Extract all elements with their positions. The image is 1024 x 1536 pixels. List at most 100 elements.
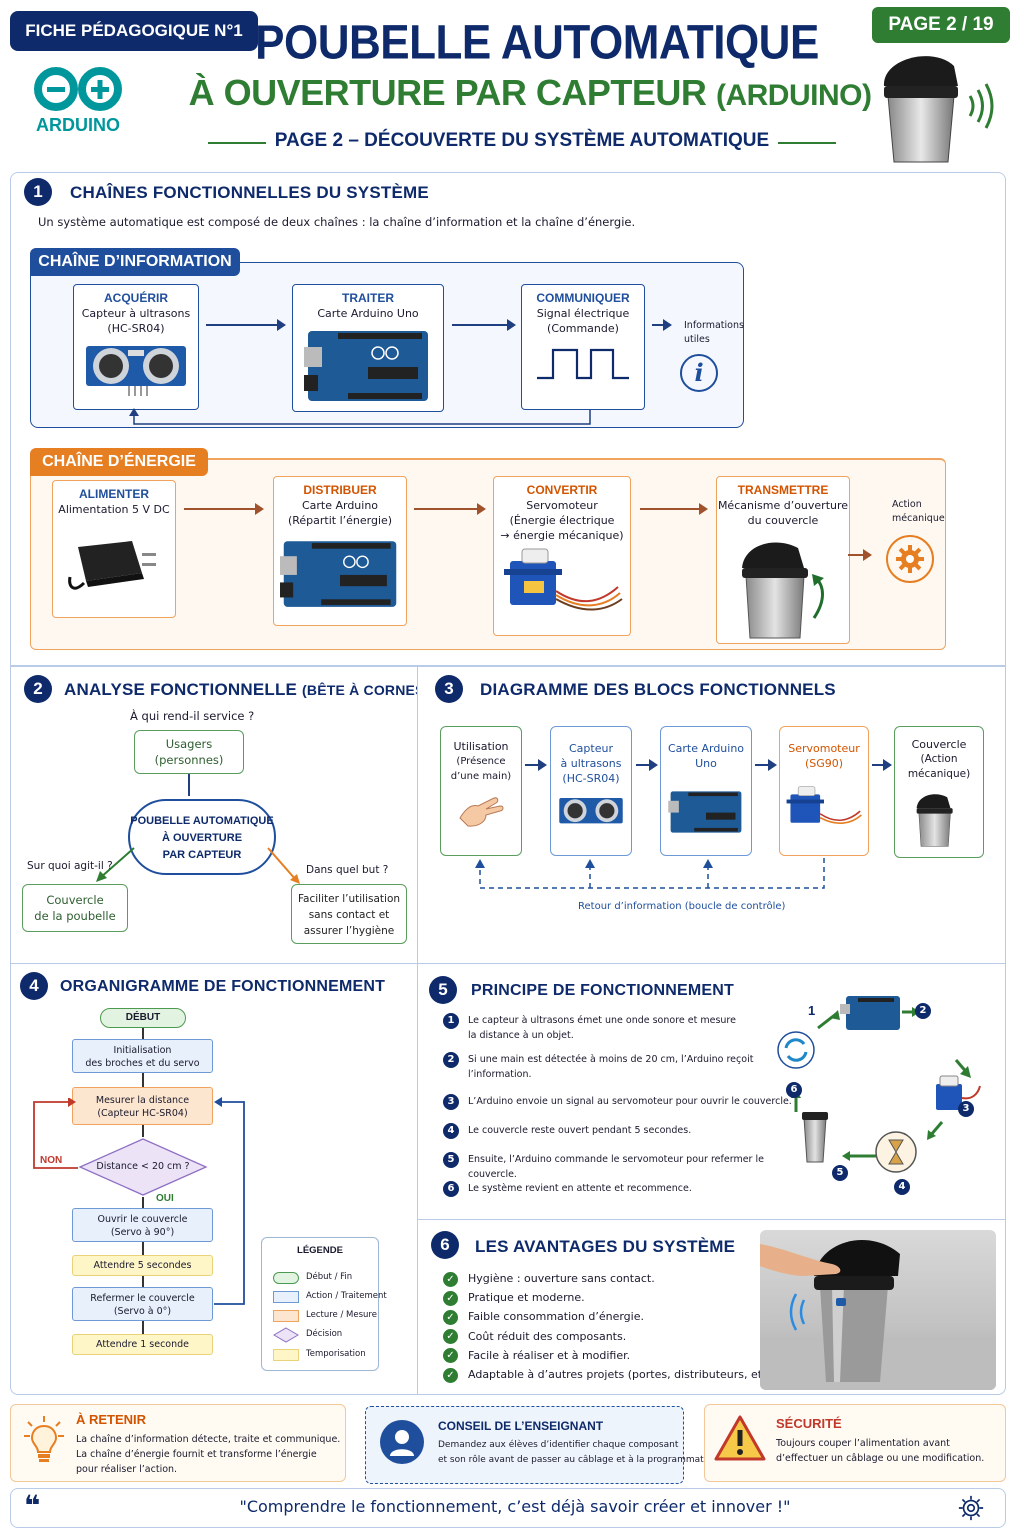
- flow-wait5: Attendre 5 secondes: [72, 1255, 213, 1276]
- check-icon: ✓: [443, 1271, 458, 1287]
- block-text: Uno: [695, 757, 717, 770]
- section-number: 3: [435, 675, 463, 703]
- horn-arrows: [96, 847, 300, 884]
- advice-line: et son rôle avant de passer au câblage e…: [438, 1455, 721, 1465]
- page-indicator: PAGE 2 / 19: [872, 7, 1010, 43]
- remember-box: [10, 1404, 346, 1482]
- cycle-label-3: 3: [958, 1101, 974, 1117]
- block-text: Couvercle: [911, 738, 967, 751]
- step-item: 4 Le couvercle reste ouvert pendant 5 se…: [443, 1123, 793, 1139]
- block-text: Servomoteur: [526, 499, 598, 512]
- safety-line: d’effectuer un câblage ou une modificati…: [776, 1453, 985, 1464]
- legend-title: LÉGENDE: [297, 1245, 343, 1256]
- flow-text: Mesurer la distance: [95, 1095, 190, 1106]
- step-text: Le capteur à ultrasons émet une onde son…: [468, 1015, 736, 1026]
- question-who: À qui rend-il service ?: [130, 709, 255, 723]
- purpose-box: Faciliter l’utilisation sans contact et …: [291, 884, 407, 944]
- block-text: Signal électrique: [536, 307, 630, 320]
- question-what: Sur quoi agit-il ?: [27, 860, 113, 872]
- block-text: du couvercle: [747, 514, 819, 527]
- remember-line: La chaîne d’énergie fournit et transform…: [76, 1449, 317, 1460]
- block-lid: Couvercle (Action mécanique): [894, 726, 984, 858]
- return-loop-arrow: [214, 1097, 245, 1305]
- legend-text: Décision: [306, 1329, 343, 1339]
- cycle-label-6: 6: [786, 1082, 802, 1098]
- step-number: 3: [443, 1094, 459, 1110]
- flow-no-label: NON: [40, 1155, 63, 1166]
- block-text: Servomoteur: [788, 742, 860, 755]
- flow-arrow: [755, 759, 777, 771]
- section-number: 6: [431, 1231, 459, 1259]
- flow-arrow: [184, 503, 264, 515]
- block-text: (Commande): [547, 322, 619, 335]
- arduino-board-icon: [668, 791, 742, 833]
- box-text: Couvercle: [46, 893, 104, 907]
- block-text: Alimentation 5 V DC: [58, 503, 170, 516]
- section-title: ANALYSE FONCTIONNELLE (BÊTE À CORNES): [64, 680, 429, 700]
- flow-line: [142, 1197, 144, 1209]
- section-number: 1: [24, 178, 52, 206]
- flow-arrow: [640, 503, 708, 515]
- section-title-text: ANALYSE FONCTIONNELLE: [64, 680, 298, 699]
- block-sensor: Capteur à ultrasons (HC-SR04): [550, 726, 632, 856]
- ellipse-text: POUBELLE AUTOMATIQUE: [130, 815, 274, 827]
- remember-title: À RETENIR: [76, 1412, 147, 1427]
- block-text: (Présence: [456, 756, 506, 767]
- distribute-block: DISTRIBUER Carte Arduino (Répartit l’éne…: [273, 476, 407, 626]
- advice-text: Demandez aux élèves d’identifier chaque …: [438, 1438, 720, 1468]
- flow-arrow: [414, 503, 486, 515]
- power-adapter-icon: [68, 541, 156, 590]
- block-title: ALIMENTER: [79, 487, 149, 501]
- flow-arrow: [525, 759, 547, 771]
- communicate-block: COMMUNIQUER Signal électrique (Commande): [521, 284, 645, 410]
- quote-mark-icon: ❝: [24, 1489, 41, 1522]
- legend-text: Début / Fin: [306, 1272, 353, 1282]
- advice-title: CONSEIL DE L’ENSEIGNANT: [438, 1419, 604, 1433]
- quote-text: "Comprendre le fonctionnement, c’est déj…: [239, 1497, 791, 1516]
- lid-box: Couvercle de la poubelle: [22, 884, 128, 932]
- section-intro: Un système automatique est composé de de…: [38, 215, 636, 229]
- safety-line: Toujours couper l’alimentation avant: [776, 1438, 950, 1449]
- flow-text: (Servo à 0°): [113, 1306, 172, 1317]
- hand-over-bin-photo: [760, 1230, 996, 1390]
- flow-decision-text: Distance < 20 cm ?: [96, 1161, 190, 1172]
- advantage-text: Adaptable à d’autres projets (portes, di…: [468, 1368, 780, 1382]
- output-text: utiles: [684, 334, 710, 345]
- advantage-item: ✓Pratique et moderne.: [443, 1288, 779, 1307]
- block-usage: Utilisation (Présence d’une main): [440, 726, 522, 856]
- legend-text: Action / Traitement: [306, 1291, 387, 1301]
- info-icon: i: [680, 354, 718, 392]
- legend-swatch-action: [273, 1291, 299, 1303]
- step-number: 6: [443, 1181, 459, 1197]
- trash-bin-icon: [916, 794, 953, 847]
- transmit-block: TRANSMETTRE Mécanisme d’ouverture du cou…: [716, 476, 850, 644]
- block-arduino: Carte Arduino Uno: [660, 726, 752, 856]
- block-text: Carte Arduino: [301, 499, 379, 512]
- step-number: 1: [443, 1013, 459, 1029]
- power-supply-block: ALIMENTER Alimentation 5 V DC: [52, 480, 176, 618]
- energy-chain-label: CHAÎNE D’ÉNERGIE: [30, 448, 208, 476]
- section-number: 5: [429, 976, 457, 1004]
- flow-init: Initialisation des broches et du servo: [72, 1039, 213, 1073]
- ellipse-text: PAR CAPTEUR: [162, 849, 242, 861]
- check-icon: ✓: [443, 1348, 458, 1364]
- servo-motor-icon: [786, 786, 862, 824]
- subtitle-rule-left: [208, 142, 266, 144]
- connector-line: [188, 774, 190, 796]
- flow-arrow: [652, 319, 672, 331]
- cycle-label-4: 4: [894, 1179, 910, 1195]
- page-title-line2: À OUVERTURE PAR CAPTEUR (ARDUINO): [180, 72, 880, 114]
- flow-line: [142, 1073, 144, 1087]
- advantage-item: ✓Faible consommation d’énergie.: [443, 1307, 779, 1326]
- block-servo: Servomoteur (SG90): [779, 726, 869, 856]
- flow-text: des broches et du servo: [85, 1058, 200, 1069]
- trash-bin-icon: [742, 542, 824, 639]
- block-text: (HC-SR04): [562, 772, 620, 785]
- info-chain-label: CHAÎNE D’INFORMATION: [30, 248, 240, 276]
- section-title: CHAÎNES FONCTIONNELLES DU SYSTÈME: [70, 183, 429, 202]
- cycle-arduino-icon: [846, 996, 900, 1030]
- legend-swatch-measure: [273, 1310, 299, 1322]
- block-text: d’une main): [450, 771, 512, 782]
- step-item: 5 Ensuite, l’Arduino commande le servomo…: [443, 1152, 793, 1182]
- section-number: 4: [20, 972, 48, 1000]
